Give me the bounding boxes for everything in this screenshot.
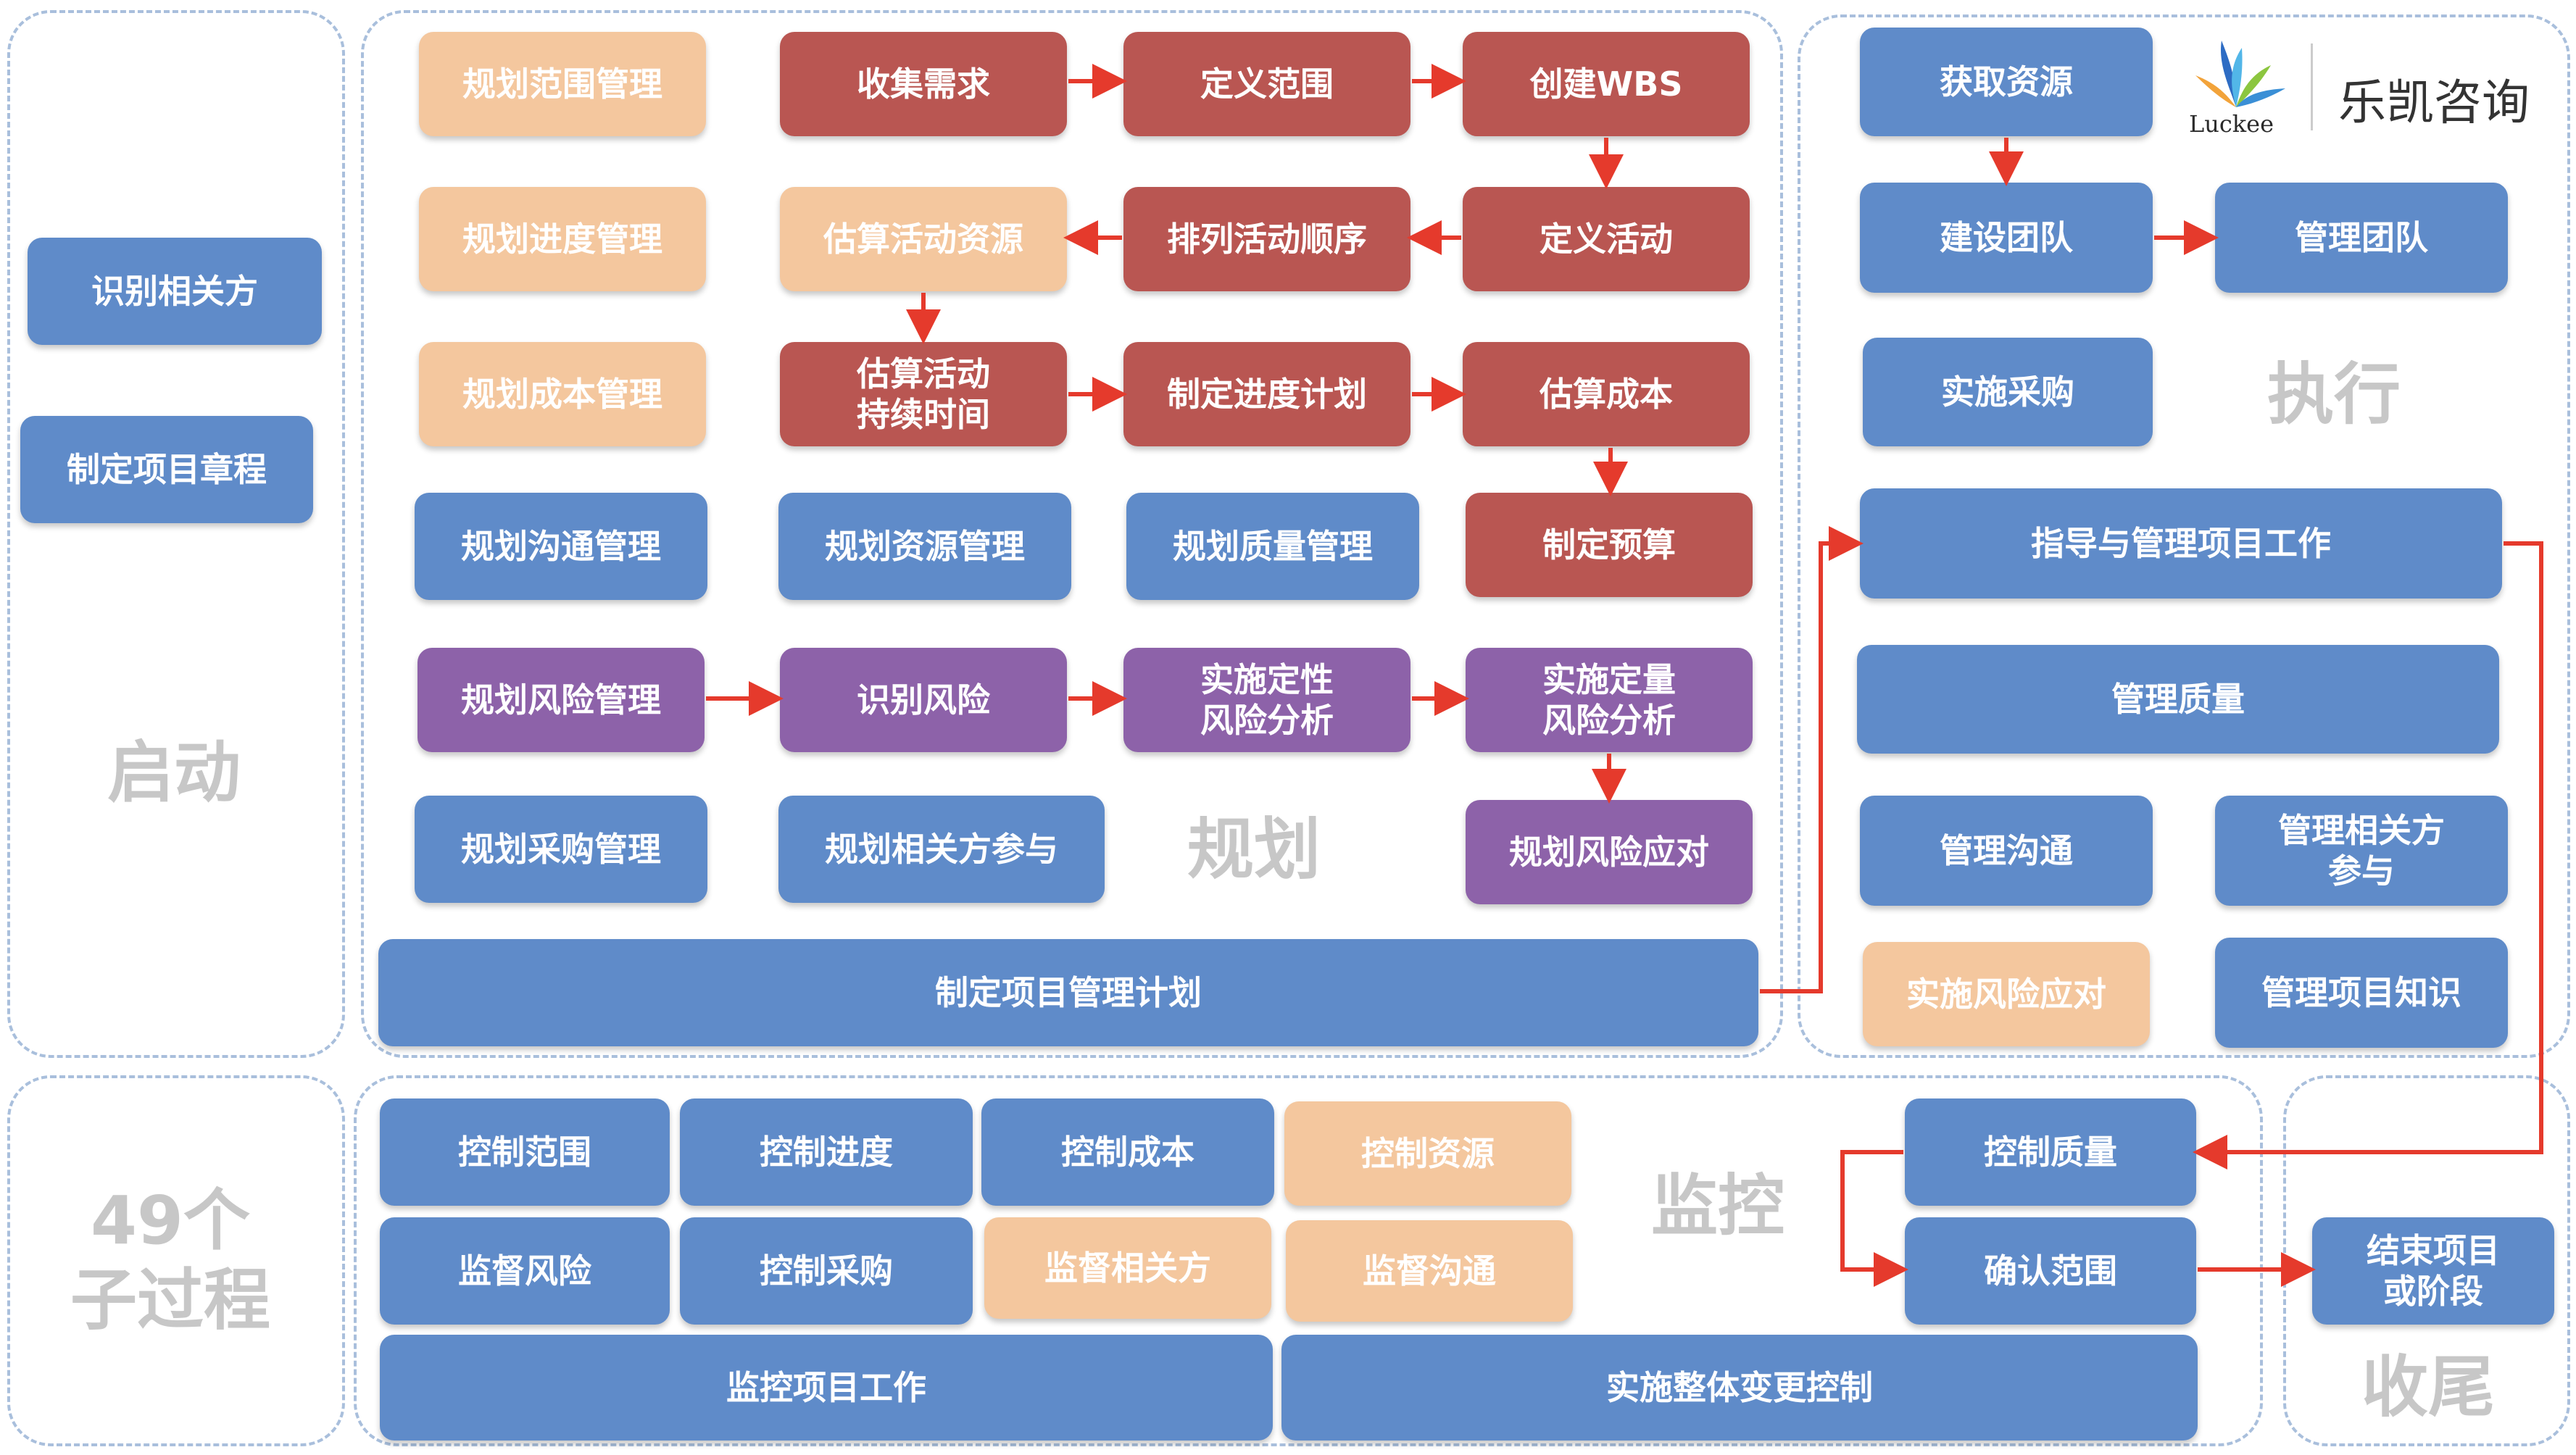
process-create-wbs[interactable]: 创建WBS xyxy=(1463,32,1750,136)
process-collect-requirements[interactable]: 收集需求 xyxy=(780,32,1067,136)
subprocess-count-label: 49个 子过程 xyxy=(70,1181,270,1339)
process-control-schedule[interactable]: 控制进度 xyxy=(680,1098,973,1206)
process-estimate-costs[interactable]: 估算成本 xyxy=(1463,342,1750,446)
process-plan-risk-responses[interactable]: 规划风险应对 xyxy=(1466,800,1753,904)
process-identify-risks[interactable]: 识别风险 xyxy=(780,648,1067,752)
logo-divider xyxy=(2311,43,2313,130)
process-sequence-activities[interactable]: 排列活动顺序 xyxy=(1123,187,1410,291)
process-plan-scope-management[interactable]: 规划范围管理 xyxy=(419,32,706,136)
process-plan-procurement-management[interactable]: 规划采购管理 xyxy=(415,796,707,903)
process-quantitative-risk-analysis[interactable]: 实施定量 风险分析 xyxy=(1466,648,1753,752)
count-group xyxy=(7,1075,345,1446)
process-implement-risk-responses[interactable]: 实施风险应对 xyxy=(1863,942,2150,1046)
process-manage-team[interactable]: 管理团队 xyxy=(2215,183,2508,293)
process-determine-budget[interactable]: 制定预算 xyxy=(1466,493,1753,597)
process-plan-stakeholder-engagement[interactable]: 规划相关方参与 xyxy=(778,796,1105,903)
process-close-project-or-phase[interactable]: 结束项目 或阶段 xyxy=(2312,1217,2554,1325)
process-plan-schedule-management[interactable]: 规划进度管理 xyxy=(419,187,706,291)
phase-label-initiating: 启动 xyxy=(107,733,241,812)
phase-label-planning: 规划 xyxy=(1187,810,1321,888)
process-plan-cost-management[interactable]: 规划成本管理 xyxy=(419,342,706,446)
process-manage-communications[interactable]: 管理沟通 xyxy=(1860,796,2153,906)
phase-label-monitoring: 监控 xyxy=(1650,1167,1784,1245)
process-control-procurements[interactable]: 控制采购 xyxy=(680,1217,973,1325)
process-plan-risk-management[interactable]: 规划风险管理 xyxy=(417,648,705,752)
monitoring-group xyxy=(354,1075,2263,1446)
process-validate-scope[interactable]: 确认范围 xyxy=(1905,1217,2196,1325)
process-develop-project-management-plan[interactable]: 制定项目管理计划 xyxy=(378,939,1758,1046)
process-define-activities[interactable]: 定义活动 xyxy=(1463,187,1750,291)
process-perform-integrated-change-control[interactable]: 实施整体变更控制 xyxy=(1281,1335,2198,1441)
process-estimate-activity-durations[interactable]: 估算活动 持续时间 xyxy=(780,342,1067,446)
process-control-quality[interactable]: 控制质量 xyxy=(1905,1098,2196,1206)
brand-name: 乐凯咨询 xyxy=(2338,75,2530,130)
process-qualitative-risk-analysis[interactable]: 实施定性 风险分析 xyxy=(1123,648,1410,752)
process-conduct-procurements[interactable]: 实施采购 xyxy=(1863,338,2153,446)
process-plan-quality-management[interactable]: 规划质量管理 xyxy=(1126,493,1419,600)
process-develop-project-charter[interactable]: 制定项目章程 xyxy=(20,416,313,523)
planning-group xyxy=(361,10,1783,1058)
process-estimate-activity-resources[interactable]: 估算活动资源 xyxy=(780,187,1067,291)
process-control-resources[interactable]: 控制资源 xyxy=(1284,1101,1571,1206)
process-monitor-risks[interactable]: 监督风险 xyxy=(380,1217,670,1325)
process-monitor-communications[interactable]: 监督沟通 xyxy=(1286,1220,1573,1322)
initiating-group xyxy=(7,10,345,1058)
phase-label-closing: 收尾 xyxy=(2361,1348,2495,1426)
process-develop-schedule[interactable]: 制定进度计划 xyxy=(1123,342,1410,446)
process-identify-stakeholders[interactable]: 识别相关方 xyxy=(28,238,322,345)
executing-group xyxy=(1798,14,2570,1058)
process-direct-manage-project-work[interactable]: 指导与管理项目工作 xyxy=(1860,488,2502,599)
phase-label-executing: 执行 xyxy=(2267,355,2401,433)
process-acquire-resources[interactable]: 获取资源 xyxy=(1860,28,2153,136)
process-control-scope[interactable]: 控制范围 xyxy=(380,1098,670,1206)
process-plan-resource-management[interactable]: 规划资源管理 xyxy=(778,493,1071,600)
process-plan-communications-management[interactable]: 规划沟通管理 xyxy=(415,493,707,600)
process-control-costs[interactable]: 控制成本 xyxy=(981,1098,1274,1206)
process-manage-project-knowledge[interactable]: 管理项目知识 xyxy=(2215,938,2508,1048)
brand-latin-name: Luckee xyxy=(2189,110,2274,138)
process-monitor-stakeholder-engagement[interactable]: 监督相关方 xyxy=(984,1217,1271,1319)
process-manage-stakeholder-engagement[interactable]: 管理相关方 参与 xyxy=(2215,796,2508,906)
fan-leaf-logo-icon xyxy=(2195,41,2285,107)
process-monitor-control-project-work[interactable]: 监控项目工作 xyxy=(380,1335,1273,1441)
process-manage-quality[interactable]: 管理质量 xyxy=(1857,645,2499,754)
process-define-scope[interactable]: 定义范围 xyxy=(1123,32,1410,136)
process-develop-team[interactable]: 建设团队 xyxy=(1860,183,2153,293)
